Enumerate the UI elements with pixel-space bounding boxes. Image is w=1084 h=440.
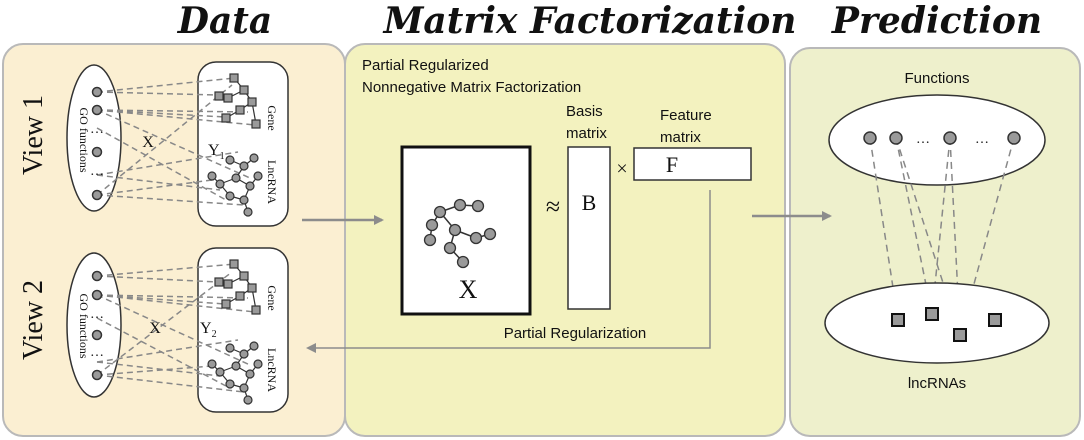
go-ellipsis: … [90,122,104,137]
basis-matrix [567,146,611,310]
gene-label: Gene [265,105,279,130]
gene-label: Gene [265,285,279,310]
partial-regularization-label: Partial Regularization [504,325,647,342]
times-symbol: × [616,158,627,180]
feature-matrix [633,147,752,181]
basis-label-line1: Basis [566,103,603,120]
functions-ellipsis: … [916,132,930,147]
lncrna-label: LncRNA [265,348,279,392]
basis-label-line2: matrix [566,125,607,142]
basis-letter: B [582,190,597,215]
lncrna-nodes [207,341,263,405]
go-ellipsis: … [90,307,104,322]
go-functions-label: GO functions [77,294,91,359]
lncrna-nodes [891,307,1002,342]
x-label: X [149,320,161,337]
functions-ellipse [828,94,1046,186]
feature-label-line1: Feature [660,107,712,124]
mf-title-line1: Partial Regularized [362,57,489,74]
go-ellipsis: … [90,164,104,179]
view-1: View 1 GO functions … … [18,61,289,227]
data-header: Data [177,0,273,42]
approx-symbol: ≈ [546,192,560,221]
view-2: View 2 GO functions … … [18,247,289,413]
x-matrix [400,145,532,316]
data-panel [2,43,346,437]
functions-label: Functions [904,70,969,87]
function-nodes [863,131,1021,145]
lncrna-nodes [207,153,263,217]
prediction-content: Functions … … lncRNAs [824,70,1050,392]
go-nodes [91,270,103,381]
partial-regularization-arrow [306,190,711,353]
lncrnas-ellipse [824,282,1050,364]
association-lines [96,263,256,393]
x-label: X [142,134,154,151]
x-matrix-label: X [459,275,478,304]
mf-title-line2: Nonnegative Matrix Factorization [362,79,581,96]
view-1-label: View 1 [18,95,49,175]
gene-nodes [214,73,261,129]
lncrna-label: LncRNA [265,160,279,204]
gene-nodes [214,259,261,315]
lncrnas-label: lncRNAs [908,375,966,392]
x-matrix-graph-nodes [423,198,497,269]
mf-header: Matrix Factorization [382,0,797,42]
mf-panel [344,43,786,437]
mf-content: Partial Regularized Nonnegative Matrix F… [306,57,752,353]
go-nodes [91,86,103,201]
go-functions-ellipse [66,64,122,212]
view-2-label: View 2 [18,280,49,360]
feature-letter: F [666,152,678,177]
feature-label-line2: matrix [660,129,701,146]
go-ellipsis: … [90,345,104,360]
y-label: Y1 [208,142,225,162]
y-label: Y2 [200,320,217,340]
prediction-header: Prediction [831,0,1042,42]
functions-ellipsis: … [975,132,989,147]
go-functions-label: GO functions [77,108,91,173]
